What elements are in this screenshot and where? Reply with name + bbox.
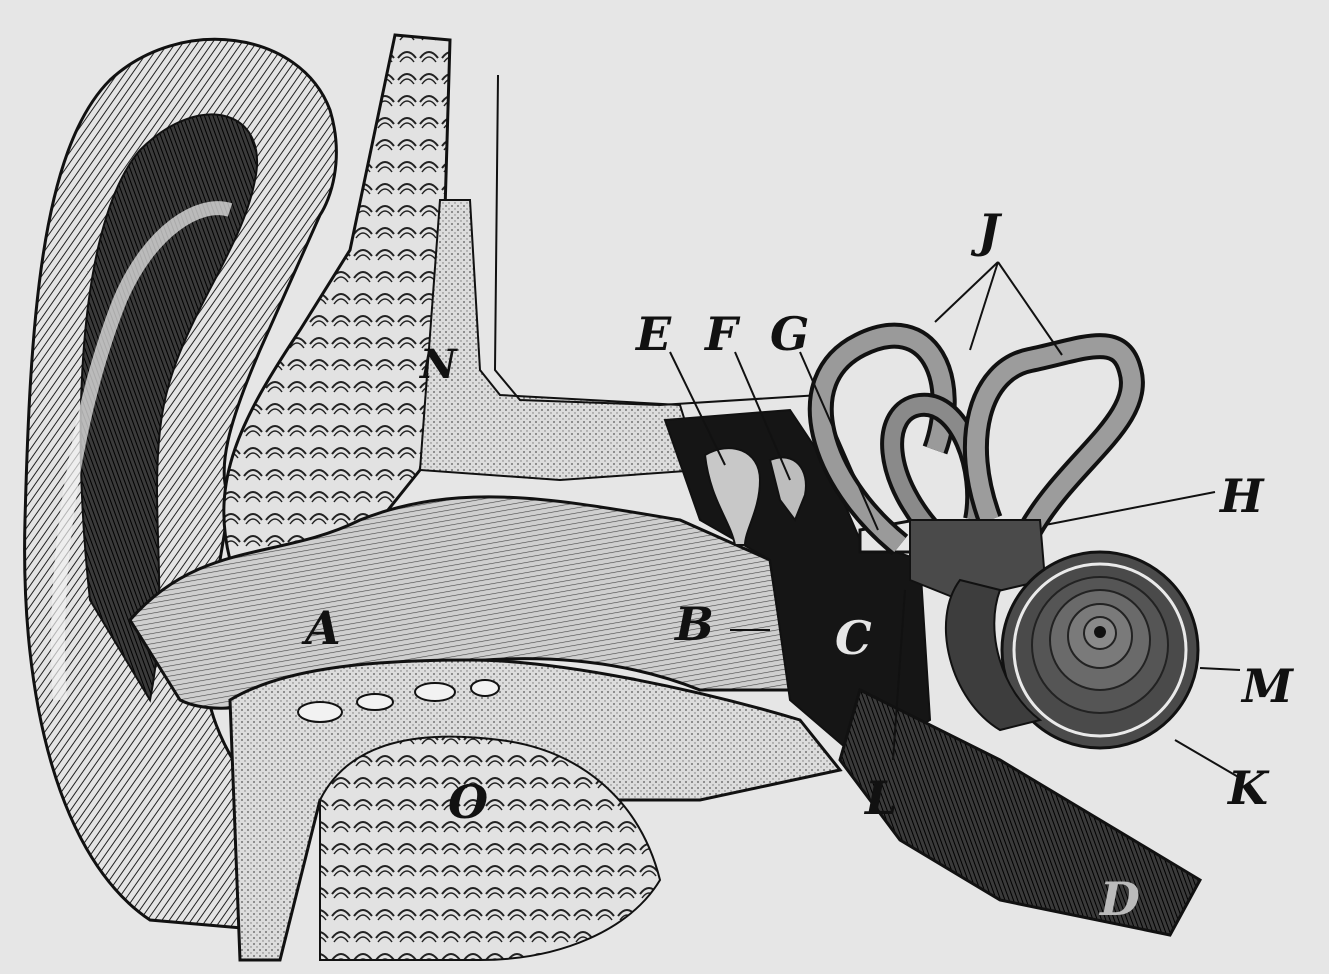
label-d: D [1098,872,1140,926]
label-e: E [634,307,672,361]
semicircular-canals [821,336,1132,545]
leader-m [1200,668,1240,670]
label-k: K [1226,761,1270,815]
label-m: M [1240,659,1295,713]
label-h: H [1218,469,1265,523]
label-o: O [448,775,488,829]
label-l: L [863,771,897,825]
leader-j-3 [998,262,1062,355]
label-c: C [835,611,872,665]
label-f: F [703,307,741,361]
label-a: A [301,601,341,655]
leader-h [1045,492,1215,525]
label-b: B [673,597,714,651]
label-n: N [418,341,458,388]
label-j: J [970,204,1003,258]
label-g: G [770,307,809,361]
